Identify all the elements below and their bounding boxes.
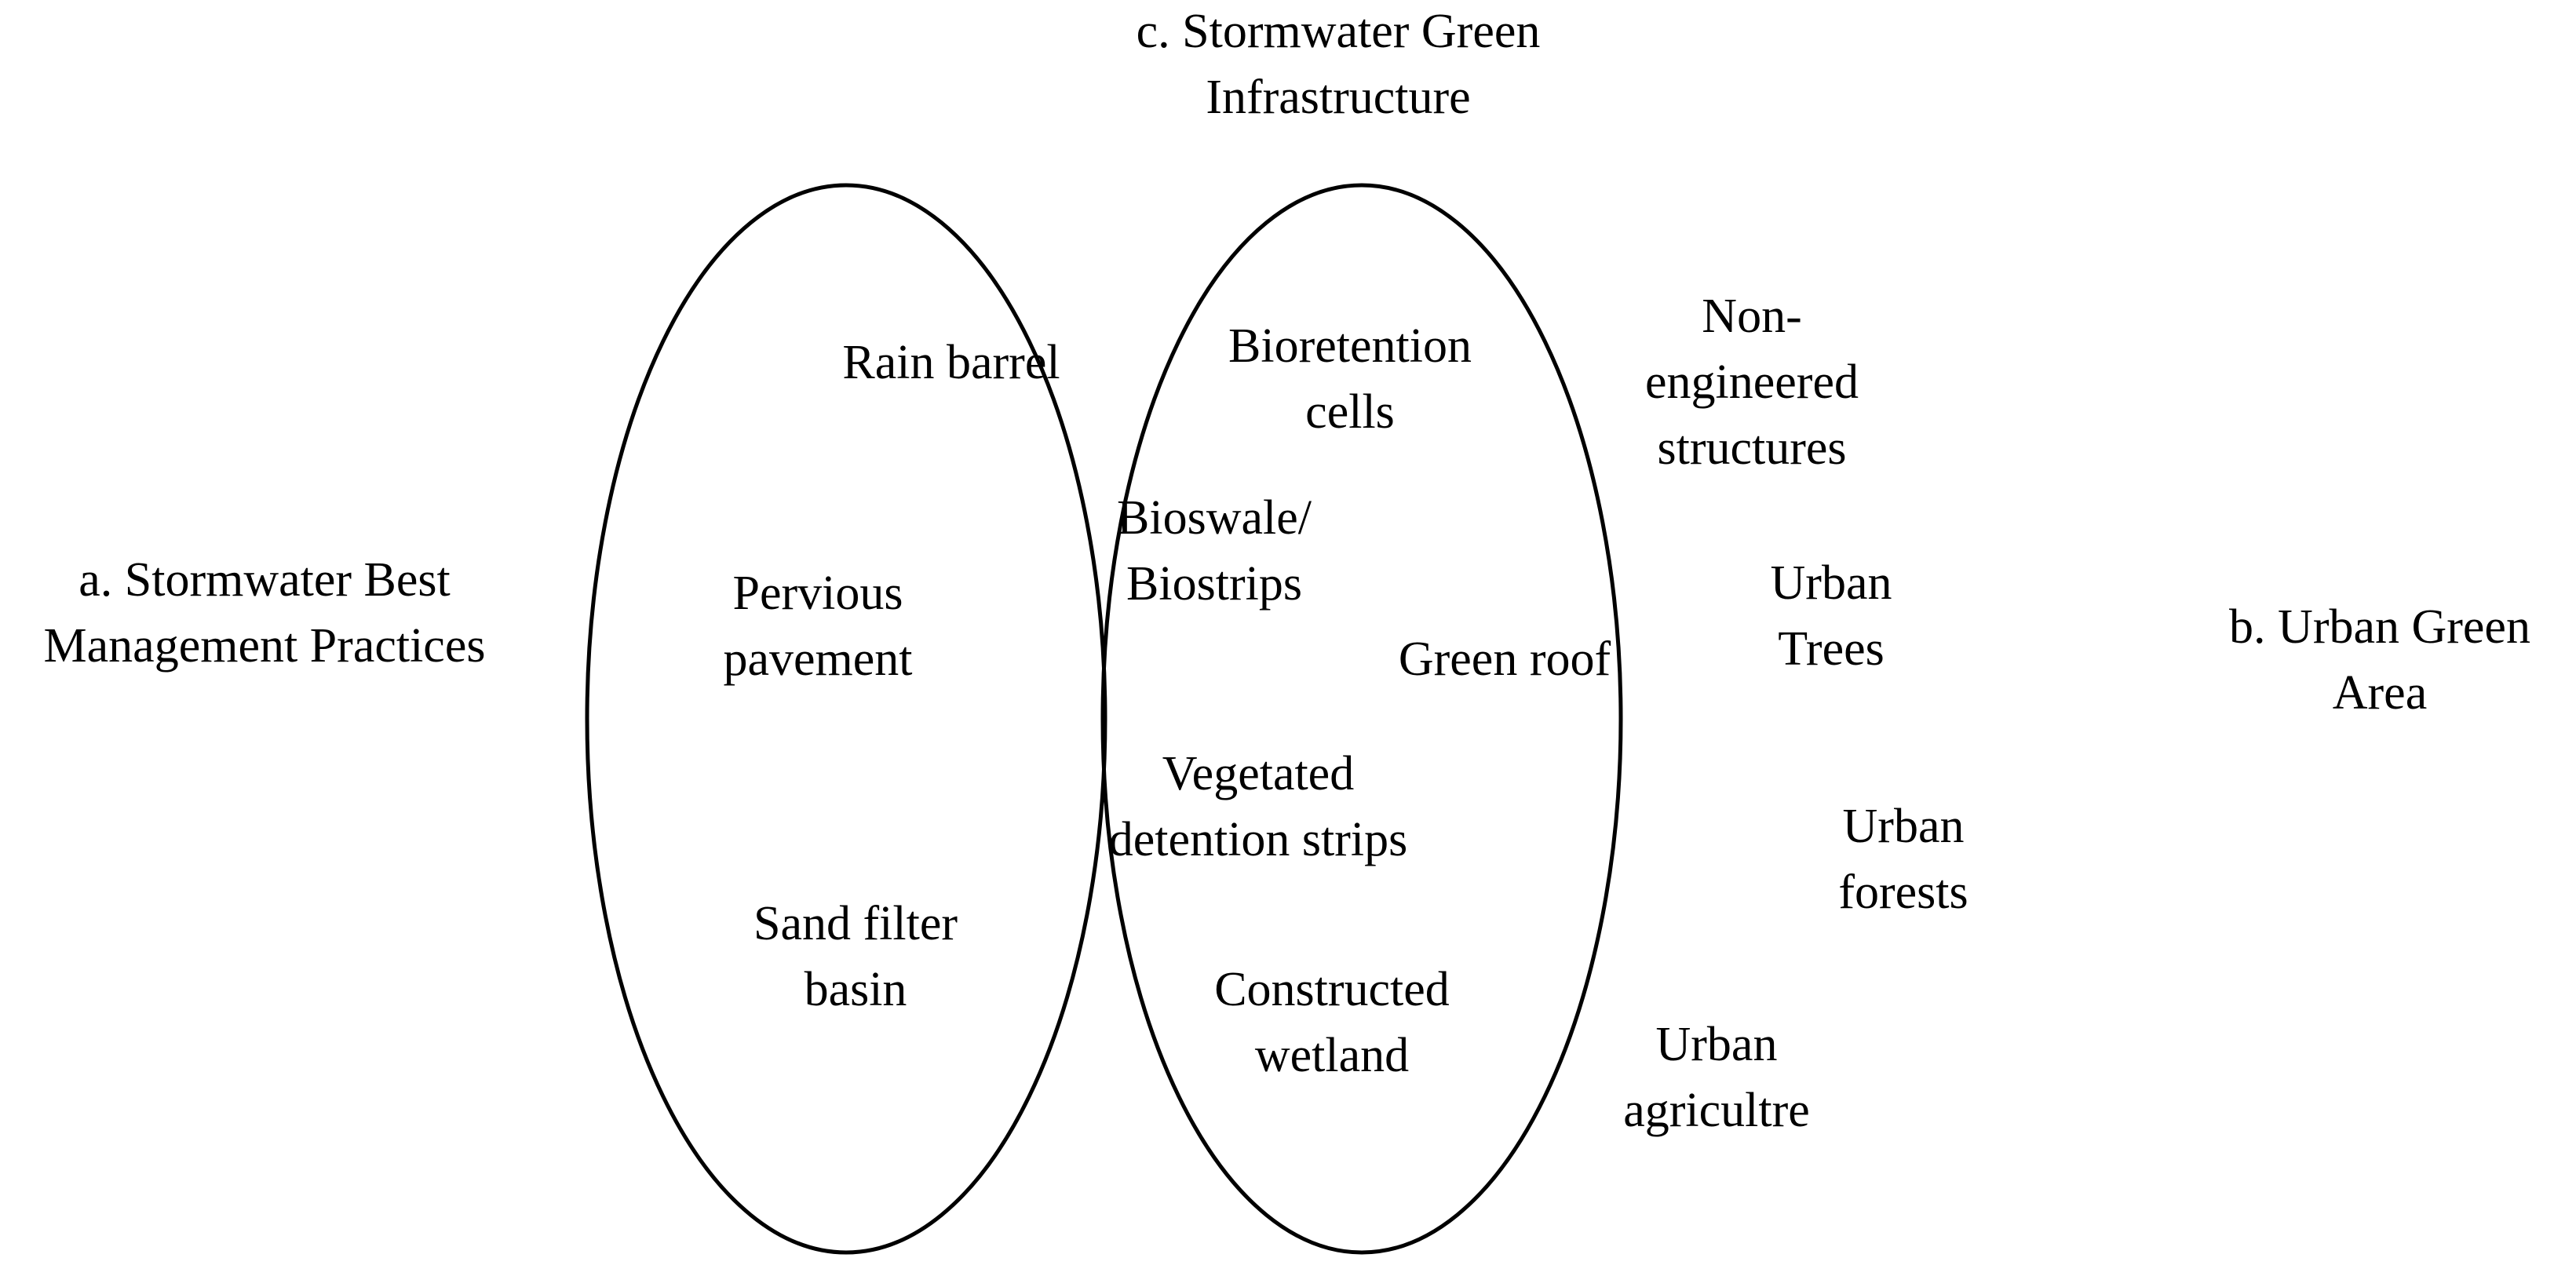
label-line: Infrastructure: [1206, 71, 1471, 124]
item-non-engineered-structures: Non- engineered structures: [1645, 283, 1859, 481]
label-line: b. Urban Green: [2229, 600, 2530, 654]
label-line: Rain barrel: [842, 336, 1060, 389]
label-circle-a: a. Stormwater Best Management Practices: [44, 547, 486, 679]
circle-urban-green-area: [1100, 183, 1623, 1255]
label-line: Vegetated: [1162, 747, 1355, 800]
item-green-roof: Green roof: [1399, 626, 1611, 692]
item-rain-barrel: Rain barrel: [842, 330, 1060, 396]
label-line: Green roof: [1398, 633, 1611, 686]
label-line: wetland: [1254, 1029, 1410, 1082]
item-urban-trees: Urban Trees: [1771, 550, 1892, 682]
label-line: structures: [1657, 421, 1847, 475]
label-line: forests: [1838, 866, 1968, 919]
item-bioretention-cells: Bioretention cells: [1228, 313, 1472, 445]
item-constructed-wetland: Constructed wetland: [1214, 957, 1450, 1088]
label-line: Urban: [1842, 800, 1965, 853]
label-line: c. Stormwater Green: [1136, 5, 1541, 58]
item-pervious-pavement: Pervious pavement: [723, 560, 912, 692]
item-urban-forests: Urban forests: [1838, 793, 1968, 925]
label-line: Pervious: [732, 567, 903, 620]
label-line: basin: [804, 963, 907, 1016]
label-line: Biostrips: [1126, 557, 1302, 611]
label-line: Sand filter: [753, 897, 958, 950]
label-circle-c: c. Stormwater Green Infrastructure: [1137, 0, 1541, 130]
label-line: agricultre: [1623, 1084, 1810, 1137]
label-line: Management Practices: [43, 619, 486, 673]
item-urban-agriculture: Urban agricultre: [1623, 1012, 1810, 1143]
label-line: pavement: [723, 633, 913, 686]
label-line: Bioswale/: [1117, 491, 1312, 545]
label-line: Urban: [1655, 1018, 1778, 1071]
label-line: Bioretention: [1228, 319, 1472, 373]
label-line: Area: [2332, 666, 2428, 720]
label-circle-b: b. Urban Green Area: [2229, 594, 2530, 726]
item-sand-filter-basin: Sand filter basin: [753, 891, 958, 1023]
item-vegetated-detention-strips: Vegetated detention strips: [1109, 741, 1408, 873]
label-line: engineered: [1645, 355, 1859, 409]
label-line: Urban: [1770, 556, 1892, 610]
label-line: Constructed: [1214, 963, 1450, 1016]
item-bioswale-biostrips: Bioswale/ Biostrips: [1117, 485, 1312, 617]
label-line: Non-: [1702, 290, 1802, 343]
label-line: detention strips: [1108, 813, 1408, 866]
label-line: Trees: [1778, 622, 1885, 676]
label-line: a. Stormwater Best: [78, 553, 451, 607]
circle-stormwater-bmp: [585, 183, 1107, 1255]
label-line: cells: [1305, 385, 1395, 439]
